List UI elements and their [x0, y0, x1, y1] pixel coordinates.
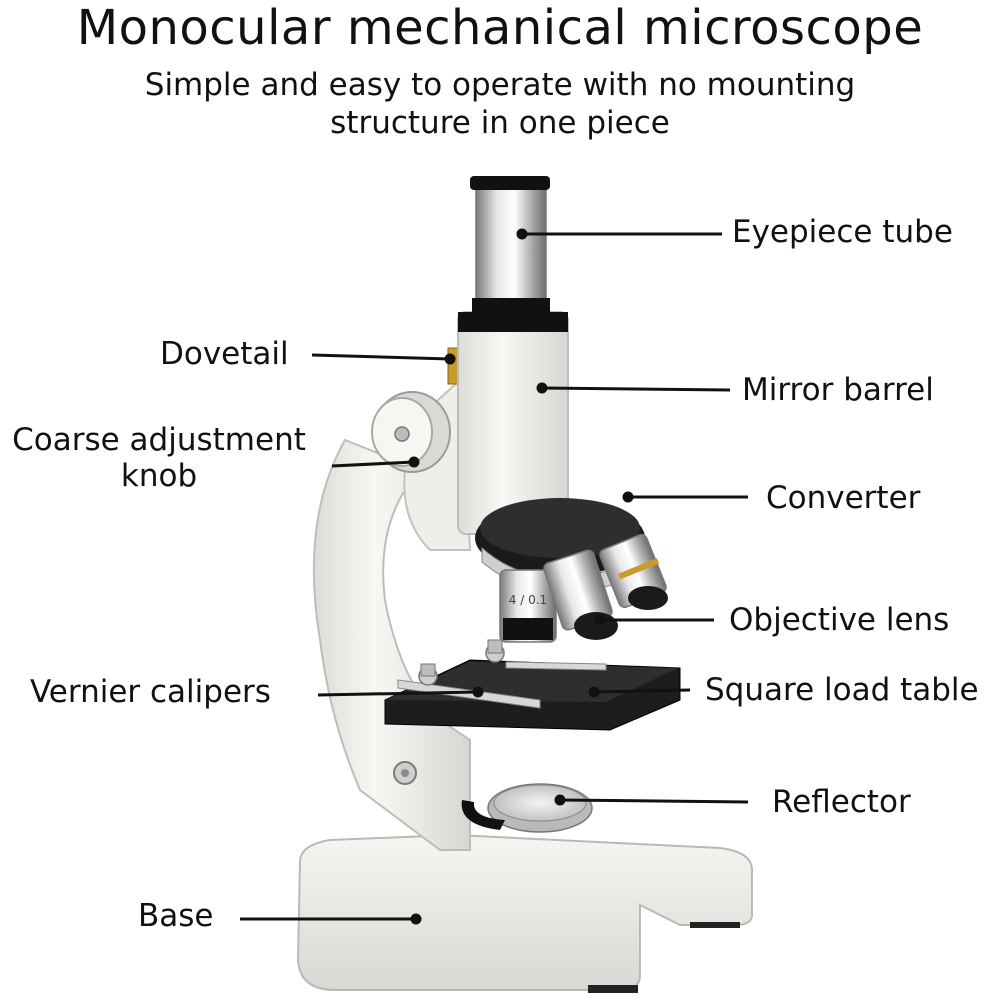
label-objective-lens: Objective lens [729, 602, 950, 638]
leader-reflector [559, 798, 749, 804]
diagram-title: Monocular mechanical microscope [76, 0, 924, 56]
label-vernier-calipers: Vernier calipers [30, 674, 271, 710]
subtitle-line-1: Simple and easy to operate with no mount… [144, 67, 856, 103]
objective-marking: 4 / 0.1 [509, 593, 547, 607]
label-coarse-line-1: Coarse adjustment [12, 422, 306, 458]
reflector-part [461, 783, 593, 833]
label-mirror-barrel: Mirror barrel [742, 372, 934, 408]
dovetail-part [447, 347, 459, 385]
mirror-barrel-part [457, 311, 569, 535]
leader-lines [240, 228, 749, 925]
label-coarse-line-2: knob [120, 458, 198, 494]
label-base: Base [138, 898, 214, 934]
leader-mirror-barrel [541, 386, 731, 392]
base-part [296, 833, 753, 993]
coarse-knob-part [371, 391, 451, 473]
arm-part [312, 377, 472, 851]
diagram-subtitle: Simple and easy to operate with no mount… [100, 66, 900, 142]
eyepiece-part [470, 176, 550, 314]
label-converter: Converter [766, 480, 921, 516]
leader-load-table [593, 688, 691, 694]
stage-part [384, 639, 681, 731]
leader-coarse-knob [331, 460, 415, 468]
label-coarse-adjustment-knob: Coarse adjustment knob [0, 422, 318, 494]
label-eyepiece-tube: Eyepiece tube [732, 214, 953, 250]
label-dovetail: Dovetail [160, 336, 289, 372]
leader-dovetail [311, 353, 451, 361]
leader-vernier [317, 690, 479, 697]
label-square-load-table: Square load table [705, 672, 979, 708]
subtitle-line-2: structure in one piece [330, 105, 670, 141]
label-reflector: Reflector [772, 784, 911, 820]
